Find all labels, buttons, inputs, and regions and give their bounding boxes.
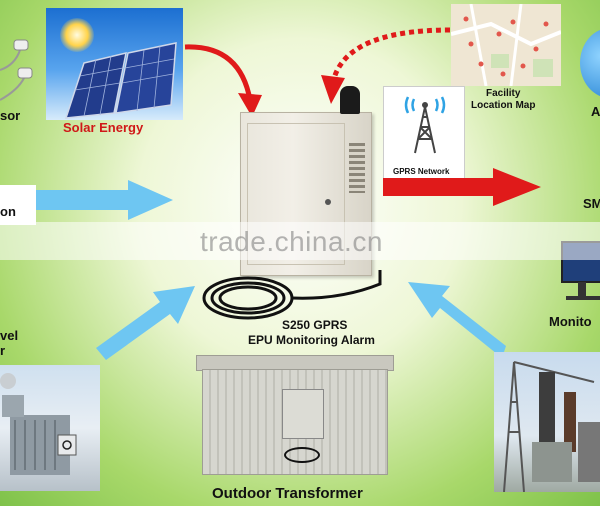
solar-photo [46,8,183,120]
lower-left-blue-arrow [96,286,195,360]
cable-coil [202,270,382,320]
solar-arrow [184,44,262,117]
substation-icon [503,361,600,492]
mounted-cable [284,447,320,463]
alarm-name-line2: EPU Monitoring Alarm [248,333,375,347]
cabinet-door [247,123,345,265]
cabinet-lock [325,199,331,205]
sensor-label: sor [0,108,21,123]
lower-right-blue-arrow [408,282,506,358]
outdoor-label: Outdoor Transformer [212,485,363,502]
left-blue-arrow [18,180,173,220]
outdoor-transformer [196,355,394,479]
transformer-photo [0,365,100,491]
substation-photo [494,352,600,492]
map-arrow [321,27,451,104]
monitor-label: Monito [549,314,592,329]
solar-label: Solar Energy [63,120,144,135]
left-device-box [0,185,36,225]
mounted-alarm [282,389,324,439]
solar-panel-icon [64,42,177,119]
sms-arrow [383,168,541,206]
level-label-line2: r [0,343,6,358]
alarm-name-line1: S250 GPRS [282,318,348,332]
level-label-line1: vel [0,328,19,343]
transformer-icon [0,373,77,475]
cabinet-vent [349,143,365,193]
gprs-label: GPRS Network [393,167,450,176]
gprs-network-box: GPRS Network [383,86,465,180]
left-partial-label: on [0,204,16,219]
map-label: Facility Location Map [471,88,536,111]
sun-icon [60,18,94,52]
map-icon [451,4,561,86]
watermark-band [0,222,600,260]
watermark: trade.china.cn [200,226,383,257]
gprs-tower-icon [404,96,446,154]
sensor-icon [0,39,33,101]
top-right-label: A [591,104,600,119]
antenna-stub [340,86,360,114]
antenna-icon [580,28,600,98]
sms-label: SM [583,196,600,211]
